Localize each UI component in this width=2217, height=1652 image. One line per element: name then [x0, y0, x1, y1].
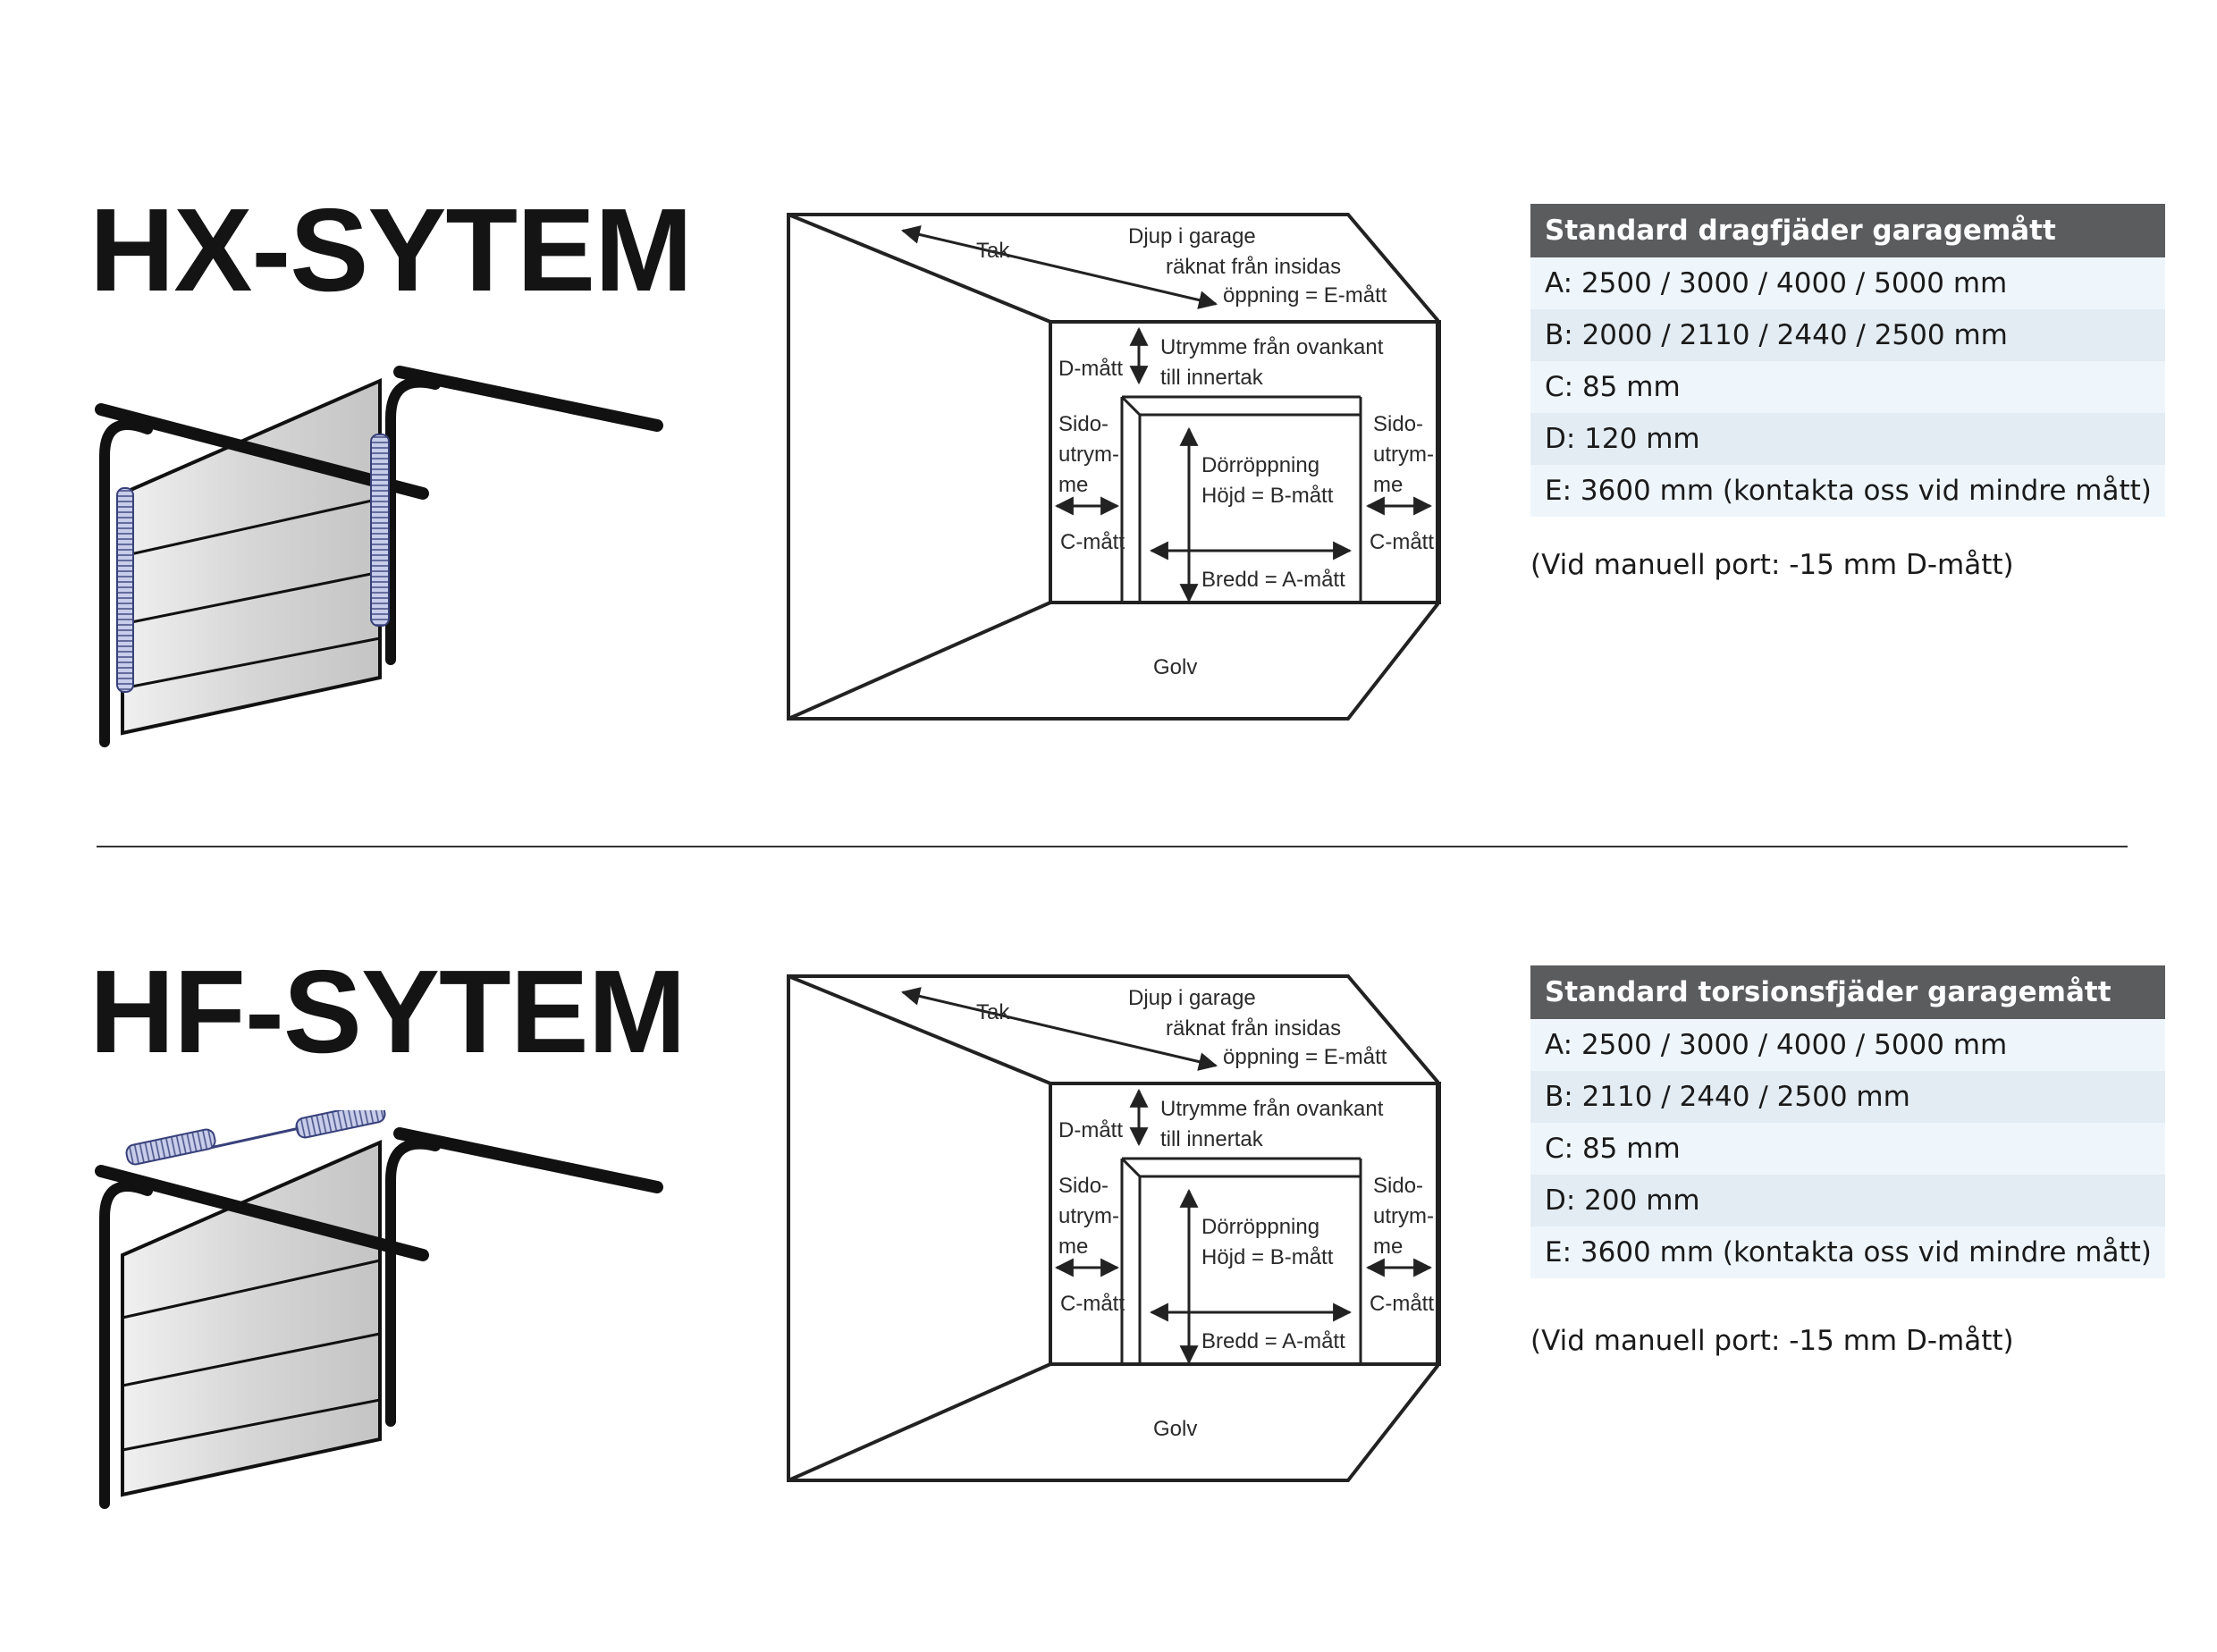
label-sido-left-3: me	[1058, 473, 1088, 497]
label-dorr-2: Höjd = B-mått	[1201, 484, 1334, 508]
extension-spring-icon	[116, 434, 390, 693]
label-djup-3: öppning = E-mått	[1223, 1045, 1387, 1069]
label-dorr-2: Höjd = B-mått	[1201, 1245, 1334, 1269]
hf-system-section: HF-SYTEM	[0, 762, 2217, 1566]
label-djup-3: öppning = E-mått	[1223, 283, 1387, 308]
label-djup-2: räknat från insidas	[1166, 1016, 1341, 1041]
hx-spec-row-e: E: 3600 mm (kontakta oss vid mindre mått…	[1530, 465, 2165, 517]
hf-spec-row-c: C: 85 mm	[1530, 1123, 2165, 1175]
label-djup-1: Djup i garage	[1128, 986, 1256, 1010]
label-sido-left-2: utrym-	[1058, 442, 1119, 467]
hf-spec-row-d: D: 200 mm	[1530, 1175, 2165, 1226]
label-utrymme-2: till innertak	[1160, 366, 1264, 390]
section-divider	[97, 846, 2128, 847]
hf-spec-note: (Vid manuell port: -15 mm D-mått)	[1530, 1325, 2014, 1357]
label-c-matt-right: C-mått	[1370, 1292, 1434, 1316]
torsion-spring-icon	[125, 1110, 386, 1166]
label-d-matt: D-mått	[1058, 357, 1123, 381]
label-sido-left-2: utrym-	[1058, 1204, 1119, 1228]
label-c-matt-right: C-mått	[1370, 530, 1434, 554]
hx-spec-header: Standard dragfjäder garagemått	[1530, 204, 2165, 257]
label-dorr-1: Dörröppning	[1201, 1215, 1319, 1239]
hx-spec-row-d: D: 120 mm	[1530, 413, 2165, 465]
label-sido-right-3: me	[1373, 473, 1403, 497]
label-bredd: Bredd = A-mått	[1201, 1329, 1345, 1353]
label-dorr-1: Dörröppning	[1201, 453, 1319, 477]
label-djup-2: räknat från insidas	[1166, 255, 1341, 279]
label-sido-left-1: Sido-	[1058, 412, 1108, 436]
label-sido-left-1: Sido-	[1058, 1174, 1108, 1198]
hf-spec-row-a: A: 2500 / 3000 / 4000 / 5000 mm	[1530, 1019, 2165, 1071]
label-golv: Golv	[1153, 1417, 1197, 1441]
label-c-matt-left: C-mått	[1060, 1292, 1125, 1316]
label-sido-right-2: utrym-	[1373, 1204, 1434, 1228]
label-utrymme-2: till innertak	[1160, 1127, 1264, 1151]
label-sido-right-2: utrym-	[1373, 442, 1434, 467]
hx-spec-row-b: B: 2000 / 2110 / 2440 / 2500 mm	[1530, 309, 2165, 361]
label-d-matt: D-mått	[1058, 1118, 1123, 1142]
label-utrymme-1: Utrymme från ovankant	[1160, 1097, 1384, 1121]
label-tak: Tak	[976, 239, 1010, 263]
hf-spec-header: Standard torsionsfjäder garagemått	[1530, 965, 2165, 1019]
label-djup-1: Djup i garage	[1128, 224, 1256, 249]
hf-system-title: HF-SYTEM	[89, 946, 687, 1077]
label-golv: Golv	[1153, 655, 1197, 679]
hf-door-illustration	[95, 1110, 663, 1509]
hx-spec-row-c: C: 85 mm	[1530, 361, 2165, 413]
hf-room-diagram: Tak Djup i garage räknat från insidas öp…	[787, 974, 1441, 1482]
hx-room-diagram: Tak Djup i garage räknat från insidas öp…	[787, 213, 1441, 721]
label-sido-right-1: Sido-	[1373, 1174, 1423, 1198]
hf-spec-row-e: E: 3600 mm (kontakta oss vid mindre mått…	[1530, 1226, 2165, 1278]
label-utrymme-1: Utrymme från ovankant	[1160, 335, 1384, 359]
label-tak: Tak	[976, 1000, 1010, 1024]
hx-spec-note: (Vid manuell port: -15 mm D-mått)	[1530, 549, 2014, 581]
hx-spec-table: Standard dragfjäder garagemått A: 2500 /…	[1530, 204, 2165, 517]
hx-system-title: HX-SYTEM	[89, 184, 693, 316]
hx-door-illustration	[95, 366, 663, 747]
label-bredd: Bredd = A-mått	[1201, 568, 1345, 592]
hx-spec-row-a: A: 2500 / 3000 / 4000 / 5000 mm	[1530, 257, 2165, 309]
label-sido-right-3: me	[1373, 1235, 1403, 1259]
hf-spec-table: Standard torsionsfjäder garagemått A: 25…	[1530, 965, 2165, 1278]
hx-system-section: HX-SYTEM	[0, 0, 2217, 805]
hf-spec-row-b: B: 2110 / 2440 / 2500 mm	[1530, 1071, 2165, 1123]
label-sido-right-1: Sido-	[1373, 412, 1423, 436]
label-sido-left-3: me	[1058, 1235, 1088, 1259]
label-c-matt-left: C-mått	[1060, 530, 1125, 554]
